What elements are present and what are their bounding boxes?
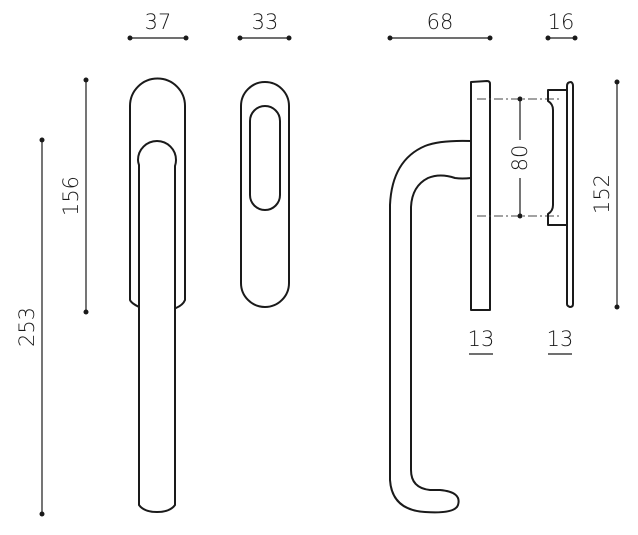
dim-label-80: 80 [508, 145, 532, 172]
back-plate-outline [566, 81, 574, 308]
front-handle-view [129, 77, 186, 513]
cover-rose-view [240, 81, 290, 308]
dim-rose-height: 156 [59, 77, 89, 315]
back-bracket-outline [547, 89, 568, 226]
dim-label-13-back: 13 [547, 327, 574, 351]
dim-label-37: 37 [145, 10, 172, 34]
side-lever-outline [389, 139, 472, 514]
cover-rose-slot [249, 105, 281, 211]
dim-rose-width: 33 [237, 10, 292, 41]
dim-label-33: 33 [252, 10, 279, 34]
dim-projection: 68 [387, 10, 493, 41]
dim-label-253: 253 [15, 307, 39, 347]
dim-label-152: 152 [590, 174, 614, 214]
side-view: 80 152 13 13 [389, 79, 620, 514]
dim-front-width: 37 [127, 10, 189, 41]
dim-label-156: 156 [59, 176, 83, 216]
dim-label-13-rose: 13 [468, 327, 495, 351]
dim-back-depth: 16 [545, 10, 578, 41]
dim-label-68: 68 [427, 10, 454, 34]
cover-rose-outline [240, 81, 290, 308]
dim-handle-length: 253 [15, 137, 45, 517]
dim-back-thickness: 13 [547, 327, 574, 355]
dim-label-16: 16 [548, 10, 575, 34]
dim-back-plate-height: 152 [590, 79, 620, 310]
front-rose-outline [129, 77, 186, 309]
dim-rose-thickness: 13 [468, 327, 495, 355]
side-rose-outline [470, 80, 491, 311]
dim-fixing-distance: 80 [508, 96, 532, 219]
front-lever-outline [137, 140, 177, 513]
